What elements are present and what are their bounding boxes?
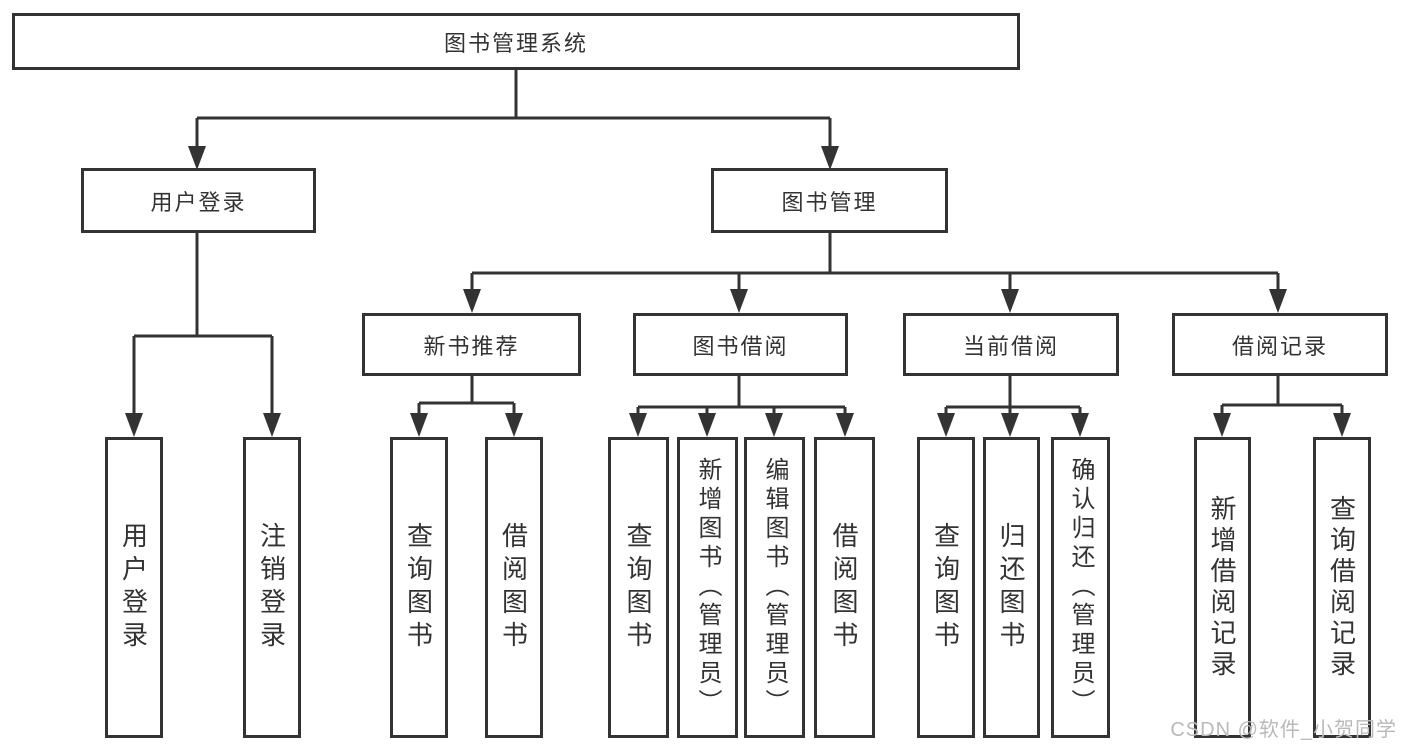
node-borrow-record: 借阅记录 xyxy=(1172,313,1388,376)
leaf-logout: 注销登录 xyxy=(243,437,301,738)
leaf-label: 查询图书 xyxy=(403,521,434,654)
leaf-return-books: 归还图书 xyxy=(983,437,1040,738)
node-label: 用户登录 xyxy=(150,189,247,215)
node-label: 借阅记录 xyxy=(1231,333,1328,359)
leaf-label: 归还图书 xyxy=(996,521,1026,654)
leaf-confirm-return-admin: 确认归还（管理员） xyxy=(1051,437,1110,738)
node-label: 新书推荐 xyxy=(423,333,520,359)
node-label: 图书管理 xyxy=(781,189,878,215)
leaf-add-borrow-record: 新增借阅记录 xyxy=(1194,437,1251,738)
leaf-label: 新增图书（管理员） xyxy=(694,457,721,718)
arrowheads xyxy=(125,146,1351,437)
leaf-query-books-recommend: 查询图书 xyxy=(390,437,448,738)
node-new-book-recommend: 新书推荐 xyxy=(362,313,581,376)
leaf-query-books-borrow: 查询图书 xyxy=(608,437,669,738)
leaf-label: 查询借阅记录 xyxy=(1326,494,1357,681)
node-book-management: 图书管理 xyxy=(711,168,948,233)
leaf-add-books-admin: 新增图书（管理员） xyxy=(677,437,738,738)
node-library-management-system: 图书管理系统 xyxy=(12,13,1020,70)
node-label: 当前借阅 xyxy=(962,333,1059,359)
leaf-label: 查询图书 xyxy=(623,521,653,654)
leaf-edit-books-admin: 编辑图书（管理员） xyxy=(744,437,805,738)
leaf-label: 借阅图书 xyxy=(498,521,529,654)
leaf-label: 注销登录 xyxy=(256,521,287,654)
leaf-borrow-books-recommend: 借阅图书 xyxy=(485,437,543,738)
leaf-label: 查询图书 xyxy=(930,521,961,654)
node-label: 图书管理系统 xyxy=(443,30,588,56)
node-label: 图书借阅 xyxy=(692,333,789,359)
node-book-borrow: 图书借阅 xyxy=(633,313,848,376)
leaf-label: 确认归还（管理员） xyxy=(1067,457,1094,718)
leaf-label: 借阅图书 xyxy=(829,521,859,654)
leaf-query-borrow-record: 查询借阅记录 xyxy=(1313,437,1371,738)
leaf-label: 用户登录 xyxy=(118,521,149,654)
node-current-borrow: 当前借阅 xyxy=(903,313,1119,376)
leaf-user-login: 用户登录 xyxy=(105,437,163,738)
leaf-query-books-current: 查询图书 xyxy=(917,437,975,738)
leaf-label: 新增借阅记录 xyxy=(1207,494,1237,681)
leaf-borrow-books: 借阅图书 xyxy=(814,437,875,738)
leaf-label: 编辑图书（管理员） xyxy=(761,457,788,718)
node-user-login-branch: 用户登录 xyxy=(81,168,316,233)
csdn-watermark: CSDN @软件_小贺同学 xyxy=(1170,719,1397,741)
